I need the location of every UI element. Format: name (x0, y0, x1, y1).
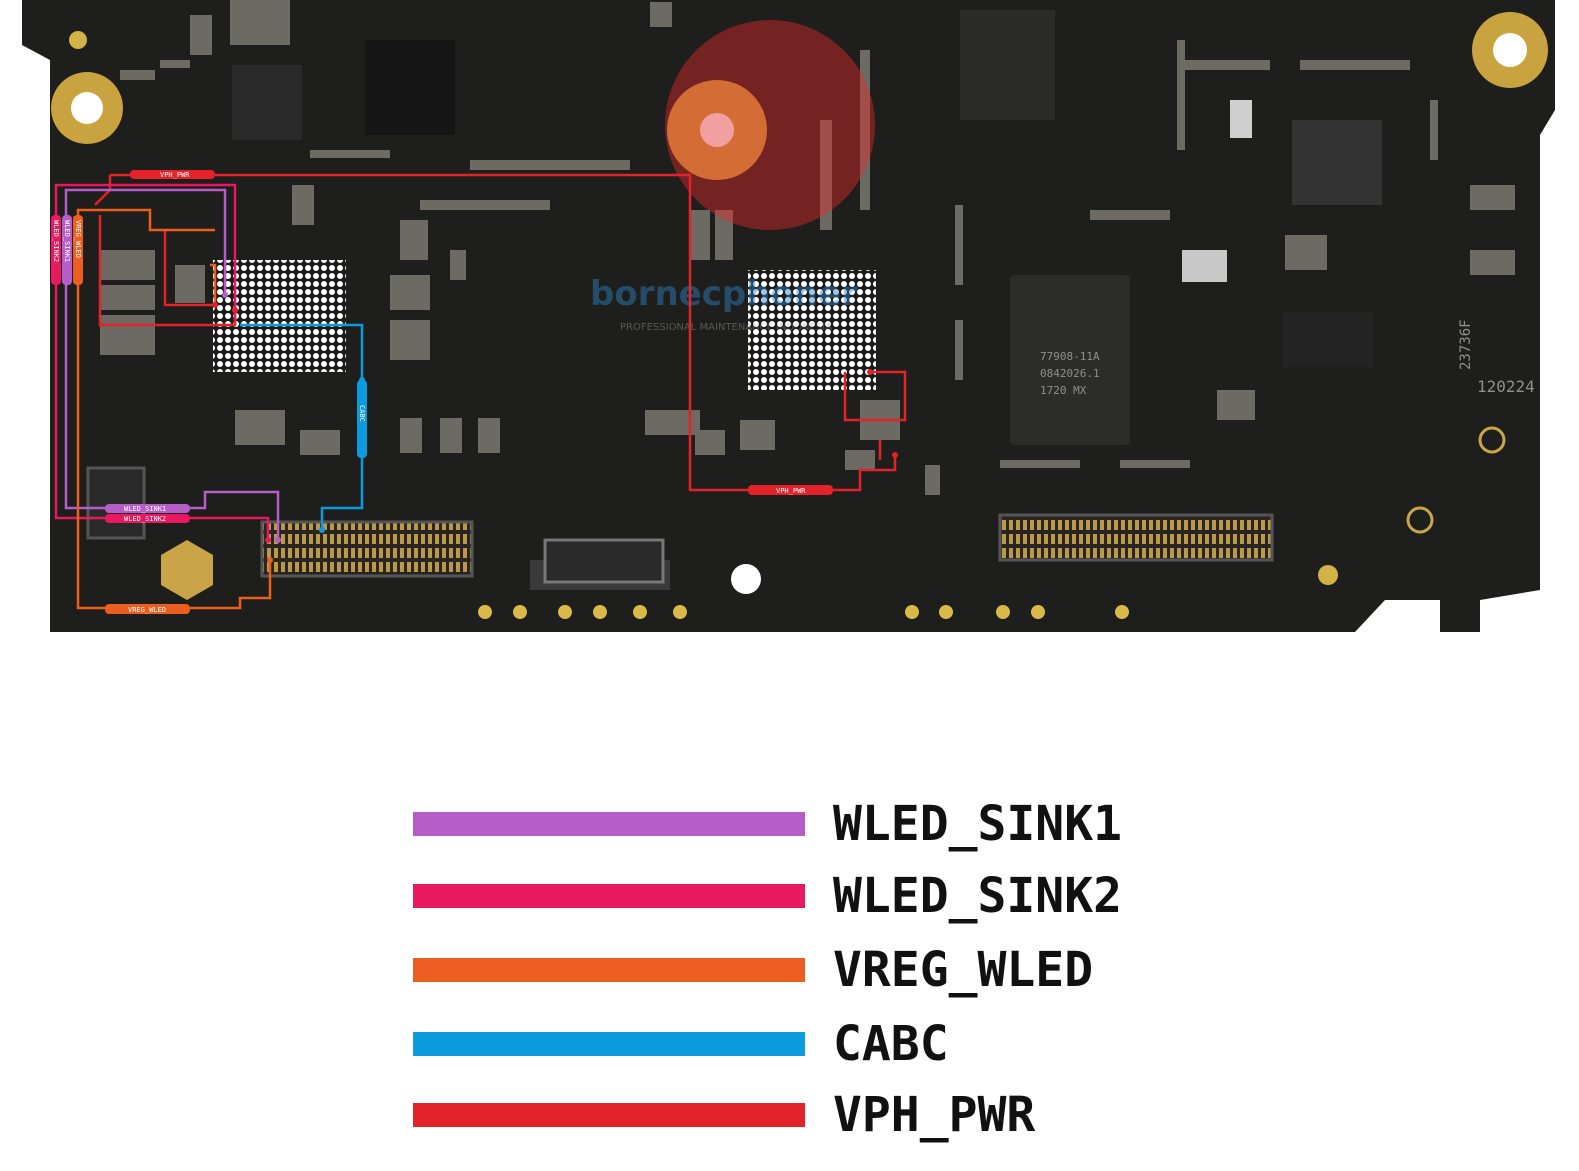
trace-wled-sink1 (64, 188, 280, 540)
trace-vreg-wled (76, 208, 272, 610)
watermark: bornecphoner PROFESSIONAL MAINTENANCE IN… (590, 20, 875, 333)
trace-cabc (240, 323, 364, 530)
legend-item-wled-sink2: WLED_SINK2 (413, 868, 1153, 924)
svg-text:VPH_PWR: VPH_PWR (776, 487, 806, 495)
net-tag-wled-sink2: WLED_SINK2 (105, 514, 190, 523)
mount-hole-center (667, 80, 767, 180)
svg-text:VREG_WLED: VREG_WLED (128, 606, 166, 614)
watermark-text: bornecphoner (590, 274, 858, 314)
fpc-display-connector (260, 520, 474, 578)
net-tag-vreg-wled: VREG_WLED (105, 604, 190, 614)
svg-text:WLED_SINK1: WLED_SINK1 (63, 220, 71, 262)
mount-hole-left (51, 72, 123, 144)
silk-4: 23736F (1458, 319, 1474, 370)
legend-label-vreg-wled: VREG_WLED (833, 942, 1094, 998)
fpc-connector-right (998, 513, 1274, 562)
net-tag-vertical-sink1: WLED_SINK1 (62, 215, 72, 285)
board-hole (731, 564, 761, 594)
legend-item-vph-pwr: VPH_PWR (413, 1087, 1153, 1143)
ic-qfn (1010, 275, 1130, 445)
legend-label-vph-pwr: VPH_PWR (833, 1087, 1036, 1143)
legend-swatch-cabc (413, 1032, 805, 1056)
trace-vph-pwr (94, 173, 907, 492)
net-tag-wled-sink1: WLED_SINK1 (105, 504, 190, 513)
net-tag-vertical-vreg: VREG_WLED (73, 215, 83, 285)
legend-item-vreg-wled: VREG_WLED (413, 942, 1153, 998)
pcb-board-photo: 77908-11A 0842026.1 1720 MX 23736F 12022… (22, 0, 1555, 632)
silk-5: 120224 (1477, 377, 1535, 396)
legend-item-wled-sink1: WLED_SINK1 (413, 796, 1153, 852)
silk-1: 77908-11A (1040, 350, 1100, 363)
legend-label-cabc: CABC (833, 1016, 949, 1072)
legend-label-wled-sink1: WLED_SINK1 (833, 796, 1122, 852)
svg-text:VREG_WLED: VREG_WLED (74, 220, 82, 258)
cpu-bga (748, 270, 876, 390)
legend-label-wled-sink2: WLED_SINK2 (833, 868, 1122, 924)
legend-item-cabc: CABC (413, 1016, 1153, 1072)
hex-standoff (161, 540, 213, 600)
net-tag-vertical-sink2: WLED_SINK2 (51, 215, 61, 285)
legend-swatch-vph-pwr (413, 1103, 805, 1127)
net-tag-vph-pwr-top: VPH_PWR (130, 170, 215, 179)
legend-swatch-vreg-wled (413, 958, 805, 982)
pmic-bga (213, 260, 346, 372)
net-tag-vph-pwr-bottom: VPH_PWR (748, 485, 833, 495)
watermark-subtext: PROFESSIONAL MAINTENANCE INDONESIA (620, 322, 832, 333)
net-tag-cabc: CABC (357, 380, 367, 458)
gold-pads (478, 605, 1129, 619)
mount-hole-right (1472, 12, 1548, 88)
trace-wled-sink2 (54, 183, 270, 540)
silk-2: 0842026.1 (1040, 367, 1100, 380)
legend-swatch-wled-sink2 (413, 884, 805, 908)
svg-text:WLED_SINK2: WLED_SINK2 (124, 515, 166, 523)
svg-text:CABC: CABC (358, 405, 366, 422)
silk-3: 1720 MX (1040, 384, 1087, 397)
svg-text:WLED_SINK2: WLED_SINK2 (52, 220, 60, 262)
trace-endpoints (212, 292, 898, 563)
svg-text:WLED_SINK1: WLED_SINK1 (124, 505, 166, 513)
antenna-connectors (1406, 426, 1506, 534)
svg-text:VPH_PWR: VPH_PWR (160, 171, 190, 179)
legend-swatch-wled-sink1 (413, 812, 805, 836)
